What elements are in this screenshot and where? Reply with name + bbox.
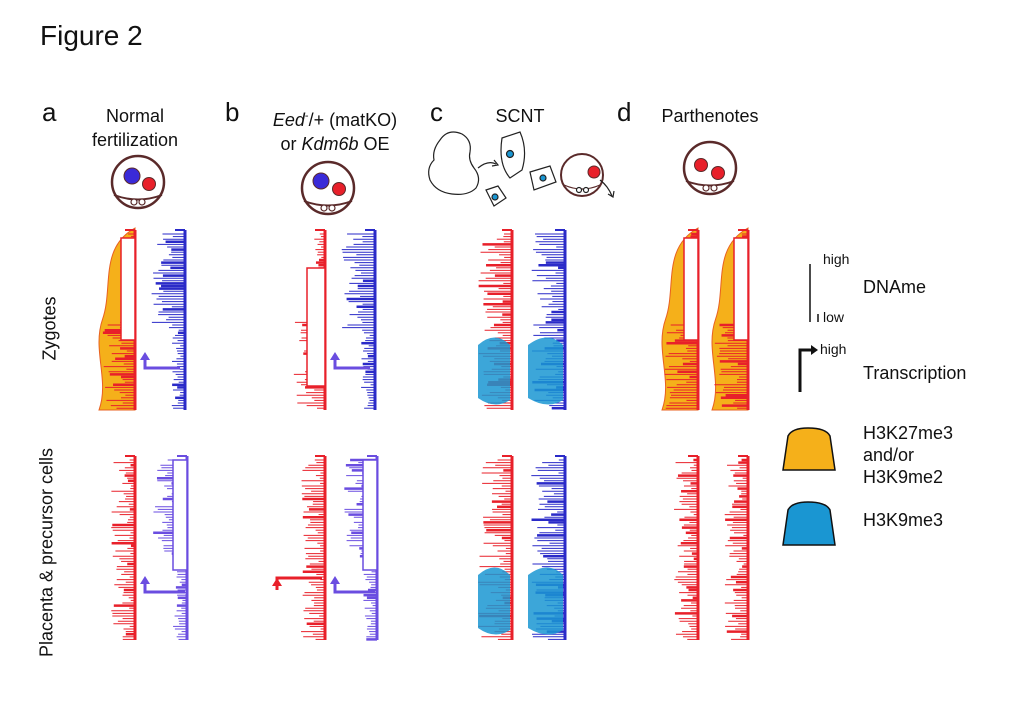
h3k9me3-region-c2-mat bbox=[478, 567, 510, 635]
legend-h3k27-line2: and/or bbox=[863, 445, 915, 465]
maternal-track-d2-box bbox=[733, 237, 749, 341]
transcription-arrow-b2-head bbox=[330, 576, 340, 584]
transcription-arrow-b-head bbox=[330, 352, 340, 360]
figure-title: Figure 2 bbox=[40, 20, 143, 51]
panel-d-title: Parthenotes bbox=[661, 106, 759, 126]
legend-dname-high: high bbox=[823, 251, 850, 267]
transcription-arrow-icon bbox=[798, 348, 813, 392]
panel-c-title: SCNT bbox=[495, 106, 545, 126]
panel-a-title-line1: Normal bbox=[105, 106, 164, 126]
panel-b-title-line2: or Kdm6b OE bbox=[250, 132, 420, 156]
cell-shape-2 bbox=[485, 185, 507, 207]
maternal-track-d1-box bbox=[683, 237, 699, 341]
panel-b-gene-kdm6b: Kdm6b bbox=[301, 134, 359, 154]
scnt-illustration bbox=[428, 131, 615, 207]
legend-h3k27-line1: H3K27me3 bbox=[863, 423, 954, 443]
transcription-arrow-a bbox=[143, 356, 180, 370]
fetus-outline bbox=[428, 131, 480, 195]
panel-a-title: Normal fertilization bbox=[80, 104, 190, 152]
cell-shape-1 bbox=[500, 131, 526, 179]
panel-letter-a: a bbox=[42, 97, 57, 127]
nucleus-1 bbox=[505, 149, 515, 159]
embryo-icon-d bbox=[682, 140, 738, 196]
panel-letter-c: c bbox=[430, 97, 443, 127]
transcription-arrow-a2-head bbox=[140, 576, 150, 584]
panel-letter-d: d bbox=[617, 97, 632, 127]
panel-b-title: Eed-/+ (matKO) or Kdm6b OE bbox=[250, 104, 420, 156]
legend-dname-label: DNAme bbox=[863, 277, 927, 297]
transcription-arrow-a-head bbox=[140, 352, 150, 360]
transcription-arrow-b2-mat-head bbox=[272, 578, 282, 586]
cell-shape-3 bbox=[529, 165, 557, 191]
paternal-track-b2-box bbox=[362, 459, 378, 571]
h3k9me3-region-c2-pat bbox=[528, 567, 563, 635]
panel-b-title-line1: Eed-/+ (matKO) bbox=[250, 104, 420, 132]
embryo-icon-b bbox=[300, 160, 356, 216]
legend-transcription-label: Transcription bbox=[863, 363, 967, 383]
maternal-track-b-box bbox=[306, 267, 326, 387]
maternal-track-a-box bbox=[120, 237, 136, 341]
panel-b-gene-eed: Eed bbox=[272, 110, 305, 130]
chromosome-tracks bbox=[98, 227, 750, 641]
nucleus-2 bbox=[491, 193, 499, 201]
h3k27-shape bbox=[782, 427, 836, 471]
panel-b-pre: or bbox=[280, 134, 302, 154]
legend-dname-low: low bbox=[823, 309, 845, 325]
h3k9me3-region-c-pat bbox=[528, 337, 563, 405]
embryo-icon-a bbox=[110, 154, 166, 210]
legend-transcription-high: high bbox=[820, 341, 847, 357]
panel-b-sup: - bbox=[304, 110, 309, 122]
nucleus-3 bbox=[539, 174, 547, 182]
panel-b-post: OE bbox=[358, 134, 390, 154]
panel-letter-b: b bbox=[225, 97, 240, 127]
legend-h3k27-line3: H3K9me2 bbox=[863, 467, 944, 487]
legend-h3k27-label: H3K27me3 and/or H3K9me2 bbox=[863, 422, 953, 488]
panel-b-rest: /+ (matKO) bbox=[308, 110, 398, 130]
paternal-track-a2-box bbox=[172, 459, 188, 571]
scnt-oocyte bbox=[560, 153, 604, 197]
h3k9me3-shape bbox=[782, 501, 836, 546]
panel-a-title-line2: fertilization bbox=[91, 130, 179, 150]
transcription-arrow-b2-mat bbox=[275, 576, 322, 590]
legend-h3k9me3-label: H3K9me3 bbox=[863, 510, 944, 530]
legend-graphics bbox=[782, 264, 836, 546]
h3k9me3-region-c-mat bbox=[478, 337, 510, 405]
